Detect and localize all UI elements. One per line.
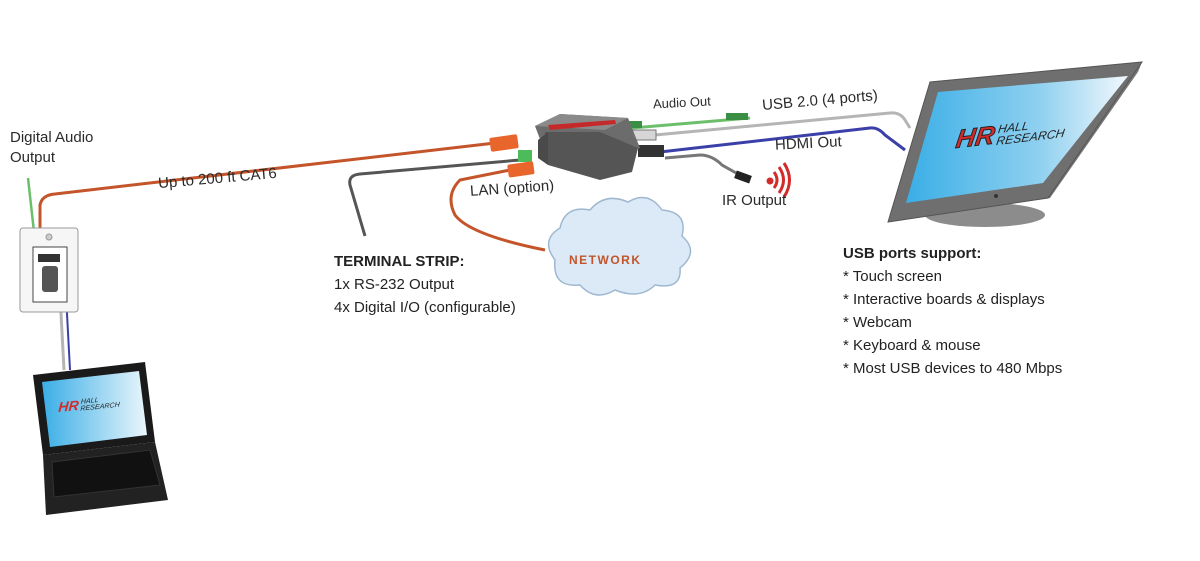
ir-output-label: IR Output <box>722 192 787 209</box>
lan-cable <box>449 168 546 252</box>
usb-support-title: USB ports support: <box>843 245 982 262</box>
usb-support-info: USB ports support: * Touch screen * Inte… <box>843 242 1062 380</box>
laptop-logo: HR HALL RESEARCH <box>58 397 121 415</box>
svg-text:HR: HR <box>58 397 80 415</box>
audio-jack-end <box>726 113 748 120</box>
extender-device <box>535 114 640 180</box>
monitor <box>887 61 1144 227</box>
cat6-cable <box>38 141 496 232</box>
label-line: Output <box>10 149 56 166</box>
network-label: NETWORK <box>569 253 642 267</box>
label-line: Digital Audio <box>10 129 94 146</box>
svg-text:HR: HR <box>954 120 997 154</box>
terminal-strip-title: TERMINAL STRIP: <box>334 253 465 270</box>
usb-support-item: * Keyboard & mouse <box>843 337 981 354</box>
svg-text:HALL: HALL <box>997 119 1030 136</box>
terminal-connector <box>518 150 532 162</box>
usb-support-item: * Webcam <box>843 314 912 331</box>
wall-plate <box>19 227 79 313</box>
hdmi-connector <box>638 145 664 157</box>
terminal-strip-item: 4x Digital I/O (configurable) <box>334 299 516 316</box>
audio-jack <box>620 121 642 128</box>
usb-support-item: * Most USB devices to 480 Mbps <box>843 360 1063 377</box>
svg-text:HALL: HALL <box>81 397 99 406</box>
hdmi-cable <box>659 126 906 154</box>
terminal-strip-info: TERMINAL STRIP: 1x RS-232 Output 4x Digi… <box>334 250 516 319</box>
rj45-connector <box>489 134 519 152</box>
digital-audio-cable <box>26 177 36 233</box>
ir-emitter <box>734 170 752 184</box>
terminal-strip-item: 1x RS-232 Output <box>334 276 455 293</box>
usb-support-item: * Touch screen <box>843 268 942 285</box>
svg-text:RESEARCH: RESEARCH <box>80 402 121 413</box>
audio-out-label: Audio Out <box>652 93 712 112</box>
network-cloud <box>547 196 692 296</box>
terminal-cable <box>348 158 521 237</box>
digital-audio-output-label: Digital Audio Output <box>10 128 93 168</box>
ir-signal-icon <box>766 162 791 198</box>
laptop <box>33 362 168 515</box>
usb-support-item: * Interactive boards & displays <box>843 291 1045 308</box>
ir-cable <box>664 153 746 180</box>
lan-connector <box>507 161 535 178</box>
usb-cable <box>654 111 912 137</box>
hdmi-out-label: HDMI Out <box>774 133 843 154</box>
